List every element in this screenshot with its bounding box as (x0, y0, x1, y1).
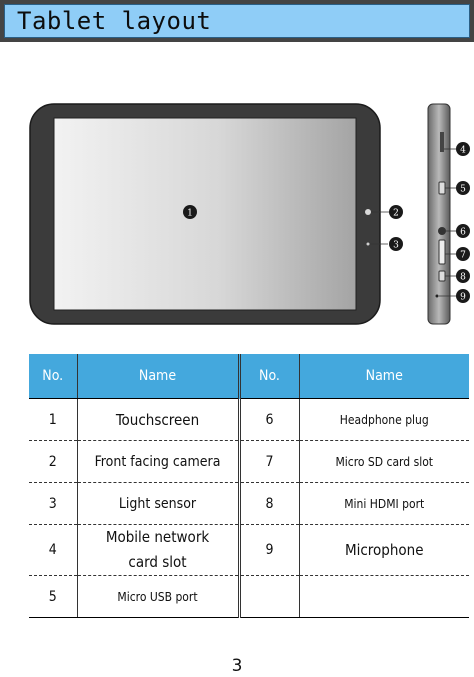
cell-no-right: 7 (239, 440, 300, 483)
cell-name-left: Touchscreen (77, 398, 241, 441)
usb-port-shape (438, 181, 446, 195)
header-name-right: Name (299, 354, 469, 399)
cell-no-right: 8 (239, 482, 300, 525)
table-row: 5 Micro USB port (29, 575, 469, 618)
svg-text:4: 4 (460, 146, 466, 156)
tablet-front (29, 103, 381, 325)
microphone-hole-shape (435, 294, 439, 298)
callout-3: 3 (389, 237, 403, 251)
tablet-side-body (427, 103, 451, 325)
page-title: Tablet layout (17, 7, 212, 35)
svg-text:2: 2 (393, 209, 399, 219)
table-header-row: No. Name No. Name (29, 354, 469, 399)
cell-no-left: 3 (29, 482, 78, 525)
sd-slot-shape (438, 239, 446, 265)
sim-slot-shape (440, 132, 444, 152)
svg-text:1: 1 (187, 209, 193, 219)
callout-1: 1 (183, 205, 197, 219)
table-row: 1 Touchscreen 6 Headphone plug (29, 398, 469, 441)
cell-no-left: 5 (29, 575, 78, 618)
header-no-right: No. (239, 354, 300, 399)
camera-dot (365, 209, 371, 215)
tablet-screen (53, 117, 357, 311)
table-row: 4 Mobile network card slot 9 Microphone (29, 524, 469, 576)
cell-name-right: Headphone plug (299, 398, 469, 441)
cell-name-left: Front facing camera (77, 440, 241, 483)
cell-no-right (239, 575, 300, 618)
cell-no-left: 1 (29, 398, 78, 441)
callout-4: 4 (456, 142, 470, 156)
leader-lines (370, 148, 456, 297)
cell-name-right: Micro SD card slot (299, 440, 469, 483)
table-row: 2 Front facing camera 7 Micro SD card sl… (29, 440, 469, 483)
svg-text:8: 8 (460, 273, 466, 283)
callout-7: 7 (456, 247, 470, 261)
callout-6: 6 (456, 224, 470, 238)
cell-name-right: Mini HDMI port (299, 482, 469, 525)
tablet-diagram: 1 2 3 4 5 6 7 8 9 (29, 103, 470, 325)
header-name-left: Name (77, 354, 241, 399)
header-no-left: No. (29, 354, 78, 399)
sensor-dot (366, 242, 370, 246)
svg-text:6: 6 (460, 228, 466, 238)
callout-5: 5 (456, 181, 470, 195)
callout-8: 8 (456, 269, 470, 283)
svg-text:5: 5 (460, 185, 466, 195)
svg-text:9: 9 (460, 293, 466, 303)
cell-name-left: Mobile network card slot (77, 524, 241, 576)
callout-2: 2 (389, 205, 403, 219)
cell-name-right: Microphone (299, 524, 469, 576)
cell-no-left: 4 (29, 524, 78, 576)
svg-text:3: 3 (393, 241, 399, 251)
table-row: 3 Light sensor 8 Mini HDMI port (29, 482, 469, 525)
cell-no-left: 2 (29, 440, 78, 483)
svg-text:7: 7 (460, 251, 466, 261)
page-number: 3 (231, 656, 243, 676)
component-table: No. Name No. Name 1 Touchscreen 6 Headph… (29, 354, 469, 618)
cell-no-right: 9 (239, 524, 300, 576)
hdmi-port-shape (438, 270, 446, 282)
tablet-side (427, 103, 451, 325)
cell-name-left: Light sensor (77, 482, 241, 525)
title-bar: Tablet layout (0, 0, 474, 42)
cell-name-right (299, 575, 469, 618)
cell-no-right: 6 (239, 398, 300, 441)
callout-9: 9 (456, 289, 470, 303)
headphone-jack-shape (438, 227, 446, 235)
cell-name-left: Micro USB port (77, 575, 241, 618)
title-panel: Tablet layout (4, 4, 470, 38)
